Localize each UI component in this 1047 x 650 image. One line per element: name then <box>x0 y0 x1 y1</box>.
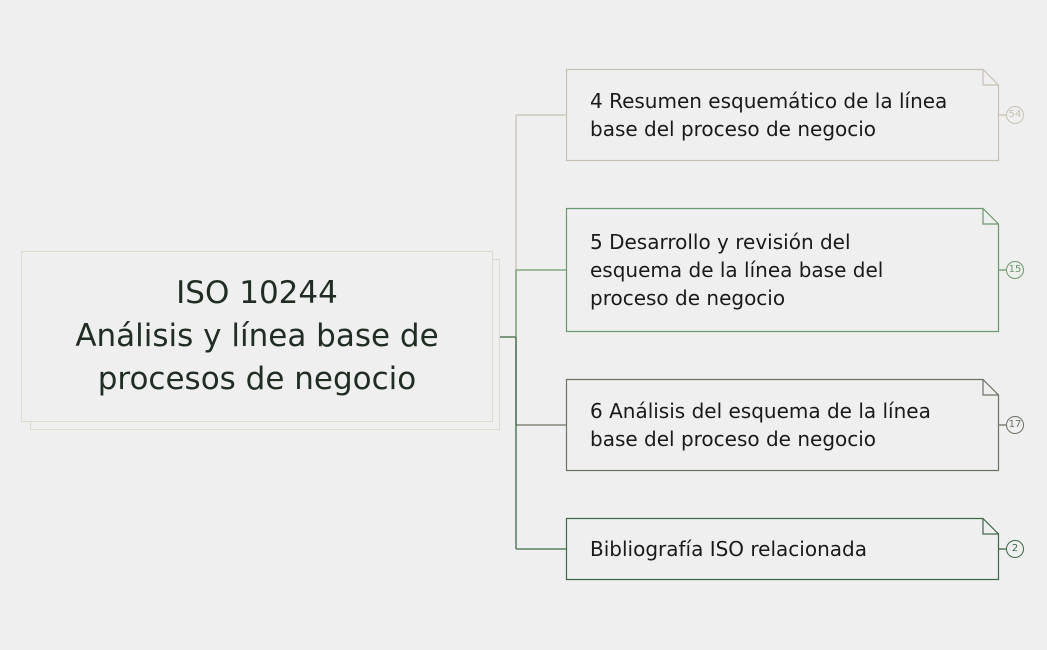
topic-node-analisis[interactable]: 6 Análisis del esquema de la línea base … <box>565 378 1000 472</box>
topic-title: 5 Desarrollo y revisión del esquema de l… <box>590 230 884 310</box>
topic-node-bibliografia[interactable]: Bibliografía ISO relacionada <box>565 517 1000 581</box>
count-badge[interactable]: 2 <box>1006 540 1024 558</box>
topic-node-resumen[interactable]: 4 Resumen esquemático de la línea base d… <box>565 68 1000 162</box>
count-badge[interactable]: 54 <box>1006 106 1024 124</box>
root-title-line-3: procesos de negocio <box>97 361 417 397</box>
topic-node-desarrollo[interactable]: 5 Desarrollo y revisión del esquema de l… <box>565 207 1000 333</box>
root-title-line-2: Análisis y línea base de <box>75 318 439 354</box>
count-badge[interactable]: 15 <box>1006 261 1024 279</box>
note-shape <box>565 378 1000 472</box>
count-badge[interactable]: 17 <box>1006 416 1024 434</box>
root-node[interactable]: ISO 10244 Análisis y línea base de proce… <box>21 251 493 422</box>
topic-title: 4 Resumen esquemático de la línea base d… <box>590 89 948 141</box>
root-title-line-1: ISO 10244 <box>176 275 338 311</box>
note-shape <box>565 68 1000 162</box>
note-shape <box>565 207 1000 333</box>
topic-title: 6 Análisis del esquema de la línea base … <box>590 399 931 451</box>
topic-title: Bibliografía ISO relacionada <box>590 537 867 561</box>
note-shape <box>565 517 1000 581</box>
